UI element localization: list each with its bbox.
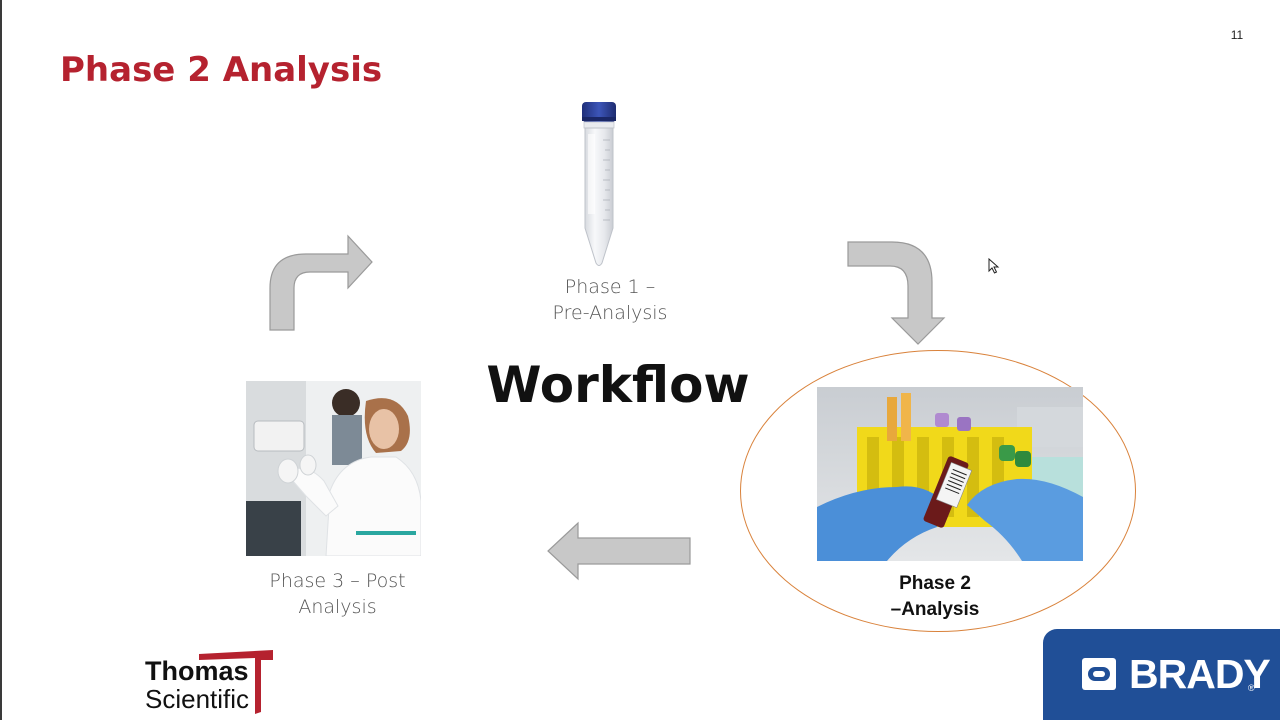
window-edge — [0, 0, 2, 720]
phase2-analysis-photo — [817, 387, 1083, 561]
brady-logo-mark — [1082, 658, 1116, 690]
slide-title: Phase 2 Analysis — [60, 50, 383, 90]
thomas-logo-mark — [199, 650, 273, 714]
phase2-label-line2: –Analysis — [890, 599, 980, 620]
curved-arrow-up-right-icon — [269, 234, 373, 331]
page-number: 11 — [1230, 28, 1244, 42]
centrifuge-tube-icon — [582, 102, 616, 266]
thomas-scientific-logo: Thomas Scientific — [143, 648, 283, 716]
phase2-label-line1: Phase 2 — [899, 573, 971, 594]
brady-logo: BRADY ® — [1043, 629, 1280, 720]
phase2-label: Phase 2 –Analysis — [860, 571, 1010, 623]
phase1-label-line1: Phase 1 – — [564, 276, 656, 298]
mouse-cursor-icon — [988, 258, 1000, 274]
phase3-label-line1: Phase 3 – Post — [269, 570, 406, 592]
brady-logo-text: BRADY — [1129, 651, 1271, 697]
thomas-logo-line2: Scientific — [145, 684, 250, 714]
workflow-heading: Workflow — [486, 356, 750, 414]
thomas-logo-line1: Thomas — [145, 656, 249, 686]
brady-registered-mark: ® — [1248, 683, 1255, 693]
phase1-label-line2: Pre-Analysis — [552, 302, 668, 324]
phase3-label: Phase 3 – Post Analysis — [250, 568, 425, 620]
phase3-label-line2: Analysis — [298, 596, 377, 618]
phase2-highlight-circle — [740, 350, 1136, 632]
curved-arrow-down-icon — [847, 241, 946, 345]
phase1-label: Phase 1 – Pre-Analysis — [520, 274, 700, 326]
arrow-left-icon — [547, 521, 691, 581]
phase3-post-analysis-photo — [246, 381, 421, 556]
